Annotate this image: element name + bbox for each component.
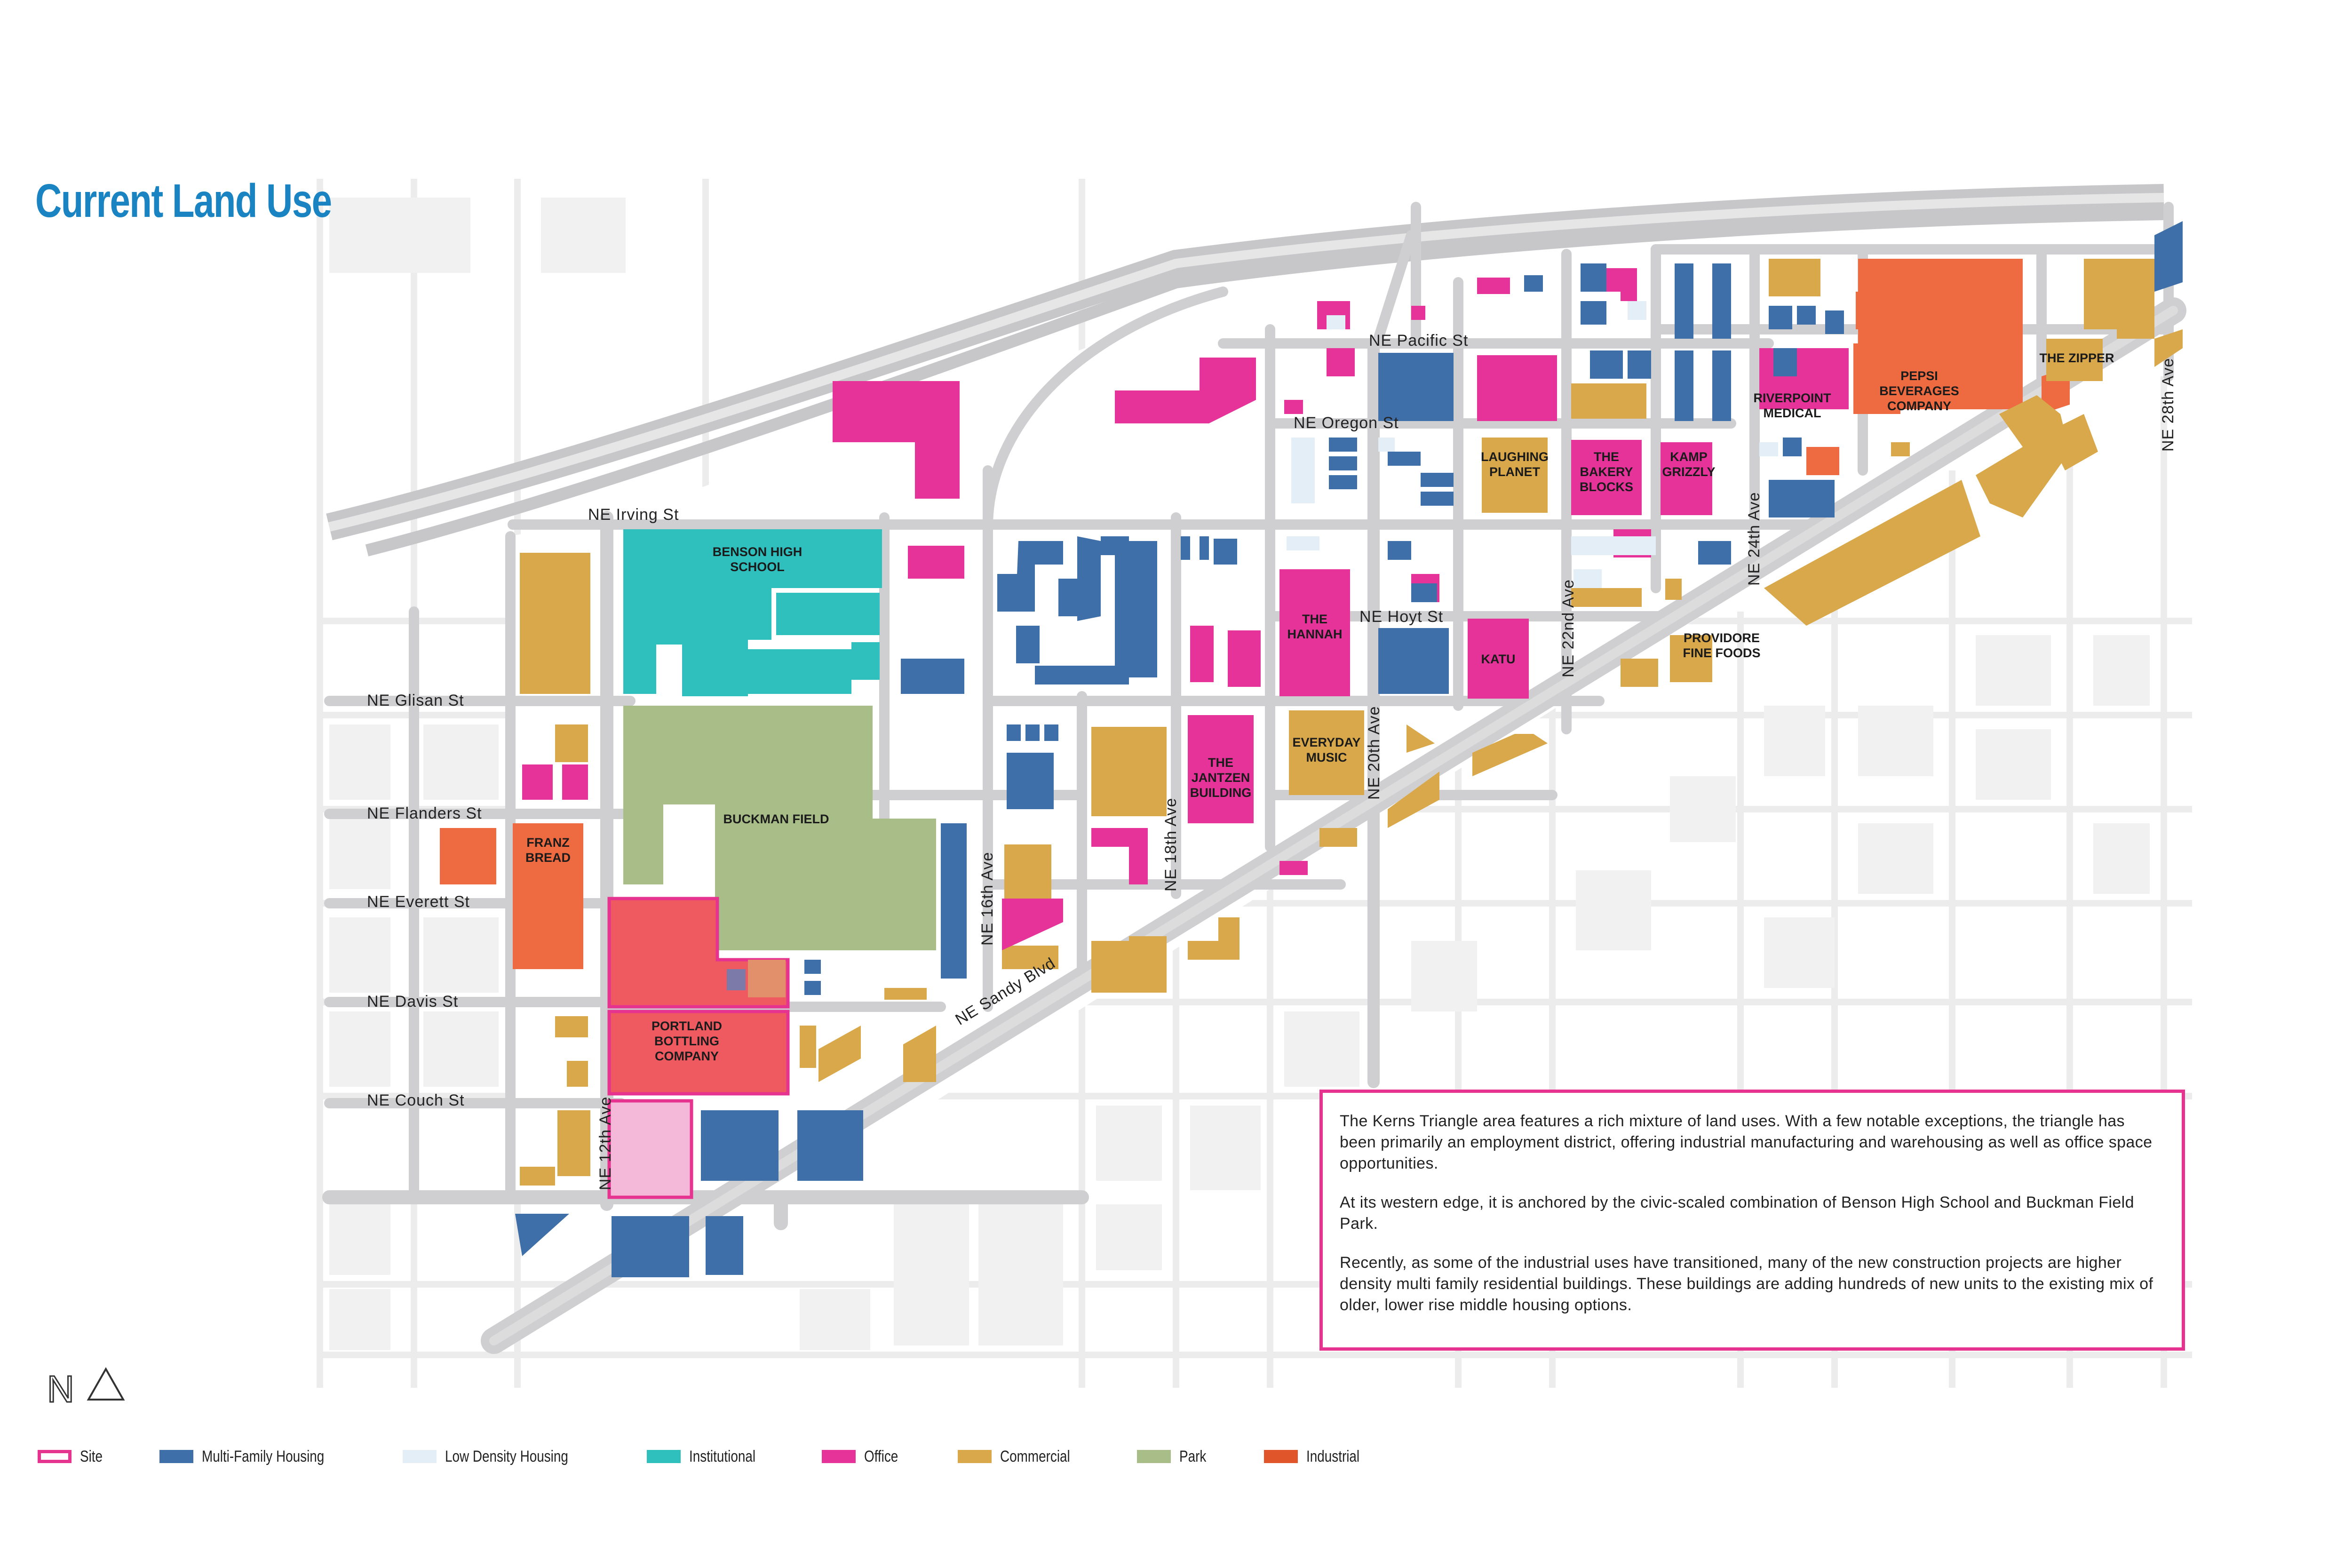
legend-label: Commercial	[1000, 1447, 1070, 1465]
label-zipper: THE ZIPPER	[2039, 351, 2114, 365]
legend-item: Office	[822, 1448, 906, 1466]
label-jantzen-1: THE	[1208, 756, 1233, 770]
street-28th-ave: NE 28th Ave	[2159, 358, 2177, 452]
legend-label: Park	[1179, 1447, 1207, 1465]
highway	[326, 184, 2164, 557]
label-hannah-2: HANNAH	[1287, 627, 1343, 641]
legend-item: Site	[38, 1448, 108, 1466]
site-portland-bottling	[607, 897, 790, 1199]
legend-label: Institutional	[689, 1447, 756, 1465]
place-labels: BENSON HIGH SCHOOL BUCKMAN FIELD FRANZ B…	[525, 351, 2114, 1063]
info-box: The Kerns Triangle area features a rich …	[1319, 1090, 2185, 1351]
legend-label: Low Density Housing	[445, 1447, 568, 1465]
label-katu: KATU	[1481, 652, 1516, 666]
legend-swatch	[957, 1450, 992, 1463]
legend-swatch	[647, 1450, 681, 1463]
legend-item: Low Density Housing	[403, 1448, 595, 1466]
legend-swatch	[159, 1450, 193, 1463]
label-riverpoint-2: MEDICAL	[1764, 406, 1821, 420]
label-pepsi-1: PEPSI	[1900, 369, 1938, 383]
street-davis: NE Davis St	[367, 993, 458, 1011]
legend-label: Office	[864, 1447, 898, 1465]
legend-label: Multi-Family Housing	[201, 1447, 324, 1465]
label-laughing-1: LAUGHING	[1481, 450, 1549, 464]
label-jantzen-2: JANTZEN	[1192, 771, 1250, 785]
multi-family-parcels	[515, 221, 2183, 1277]
label-benson-2: SCHOOL	[730, 560, 785, 574]
legend-item: Multi-Family Housing	[159, 1448, 351, 1466]
page-title: Current Land Use	[35, 175, 332, 227]
label-providore-2: FINE FOODS	[1683, 646, 1760, 660]
north-arrow: N	[47, 1367, 125, 1411]
legend-item: Industrial	[1263, 1447, 1371, 1466]
label-franz-1: FRANZ	[526, 836, 569, 850]
info-paragraph-1: The Kerns Triangle area features a rich …	[1340, 1112, 2153, 1172]
legend-swatch	[822, 1450, 856, 1463]
street-22nd-ave: NE 22nd Ave	[1559, 579, 1577, 677]
street-pacific: NE Pacific St	[1369, 332, 1468, 350]
legend-swatch	[1263, 1450, 1298, 1463]
street-24th-ave: NE 24th Ave	[1745, 492, 1763, 586]
legend: Site Multi-Family Housing Low Density Hous…	[38, 1443, 1423, 1470]
benson-high-school	[623, 529, 882, 696]
street-oregon: NE Oregon St	[1294, 414, 1399, 432]
label-hannah-1: THE	[1302, 612, 1327, 626]
street-12th-ave: NE 12th Ave	[596, 1097, 614, 1190]
info-paragraph-3: Recently, as some of the industrial uses…	[1340, 1254, 2153, 1314]
label-bakery-2: BAKERY	[1580, 465, 1633, 479]
legend-swatch	[1136, 1450, 1171, 1463]
buckman-field-park	[623, 706, 936, 950]
label-bakery-1: THE	[1594, 450, 1619, 464]
label-pepsi-2: BEVERAGES	[1879, 384, 1959, 398]
legend-item: Commercial	[957, 1447, 1085, 1466]
north-letter: N	[47, 1368, 74, 1410]
street-flanders: NE Flanders St	[367, 804, 482, 822]
label-pbc-2: BOTTLING	[654, 1034, 719, 1048]
label-everyday-1: EVERYDAY	[1292, 735, 1360, 749]
label-benson-1: BENSON HIGH	[713, 545, 803, 559]
label-laughing-2: PLANET	[1489, 465, 1541, 479]
office-parcels	[522, 268, 1849, 950]
label-franz-2: BREAD	[525, 851, 571, 865]
label-pbc-3: COMPANY	[655, 1049, 719, 1063]
legend-label: Site	[80, 1447, 103, 1465]
label-buckman: BUCKMAN FIELD	[723, 812, 829, 826]
street-hoyt: NE Hoyt St	[1359, 608, 1443, 626]
low-density-parcels	[1287, 301, 1778, 588]
street-20th-ave: NE 20th Ave	[1365, 706, 1383, 800]
legend-item: Institutional	[647, 1448, 770, 1466]
street-everett: NE Everett St	[367, 893, 470, 911]
label-kamp-1: KAMP	[1670, 450, 1708, 464]
label-kamp-2: GRIZZLY	[1662, 465, 1715, 479]
north-arrow-icon	[87, 1367, 125, 1401]
legend-swatch	[38, 1450, 72, 1463]
label-pbc-1: PORTLAND	[652, 1019, 722, 1033]
street-16th-ave: NE 16th Ave	[978, 852, 996, 946]
commercial-parcels	[520, 259, 2183, 1186]
label-providore-1: PROVIDORE	[1684, 631, 1760, 645]
label-riverpoint-1: RIVERPOINT	[1753, 391, 1831, 405]
background-footprints	[329, 198, 2150, 1350]
street-18th-ave: NE 18th Ave	[1162, 798, 1180, 891]
street-couch: NE Couch St	[367, 1091, 465, 1109]
legend-label: Industrial	[1306, 1447, 1359, 1465]
label-jantzen-3: BUILDING	[1190, 786, 1252, 800]
label-bakery-3: BLOCKS	[1580, 480, 1633, 494]
industrial-parcels	[440, 259, 2070, 969]
label-everyday-2: MUSIC	[1306, 750, 1347, 764]
legend-swatch	[403, 1450, 437, 1463]
label-pepsi-3: COMPANY	[1887, 399, 1951, 413]
street-glisan: NE Glisan St	[367, 692, 464, 709]
street-irving: NE Irving St	[588, 506, 679, 524]
info-paragraph-2: At its western edge, it is anchored by t…	[1340, 1194, 2134, 1233]
legend-item: Park	[1136, 1447, 1212, 1466]
